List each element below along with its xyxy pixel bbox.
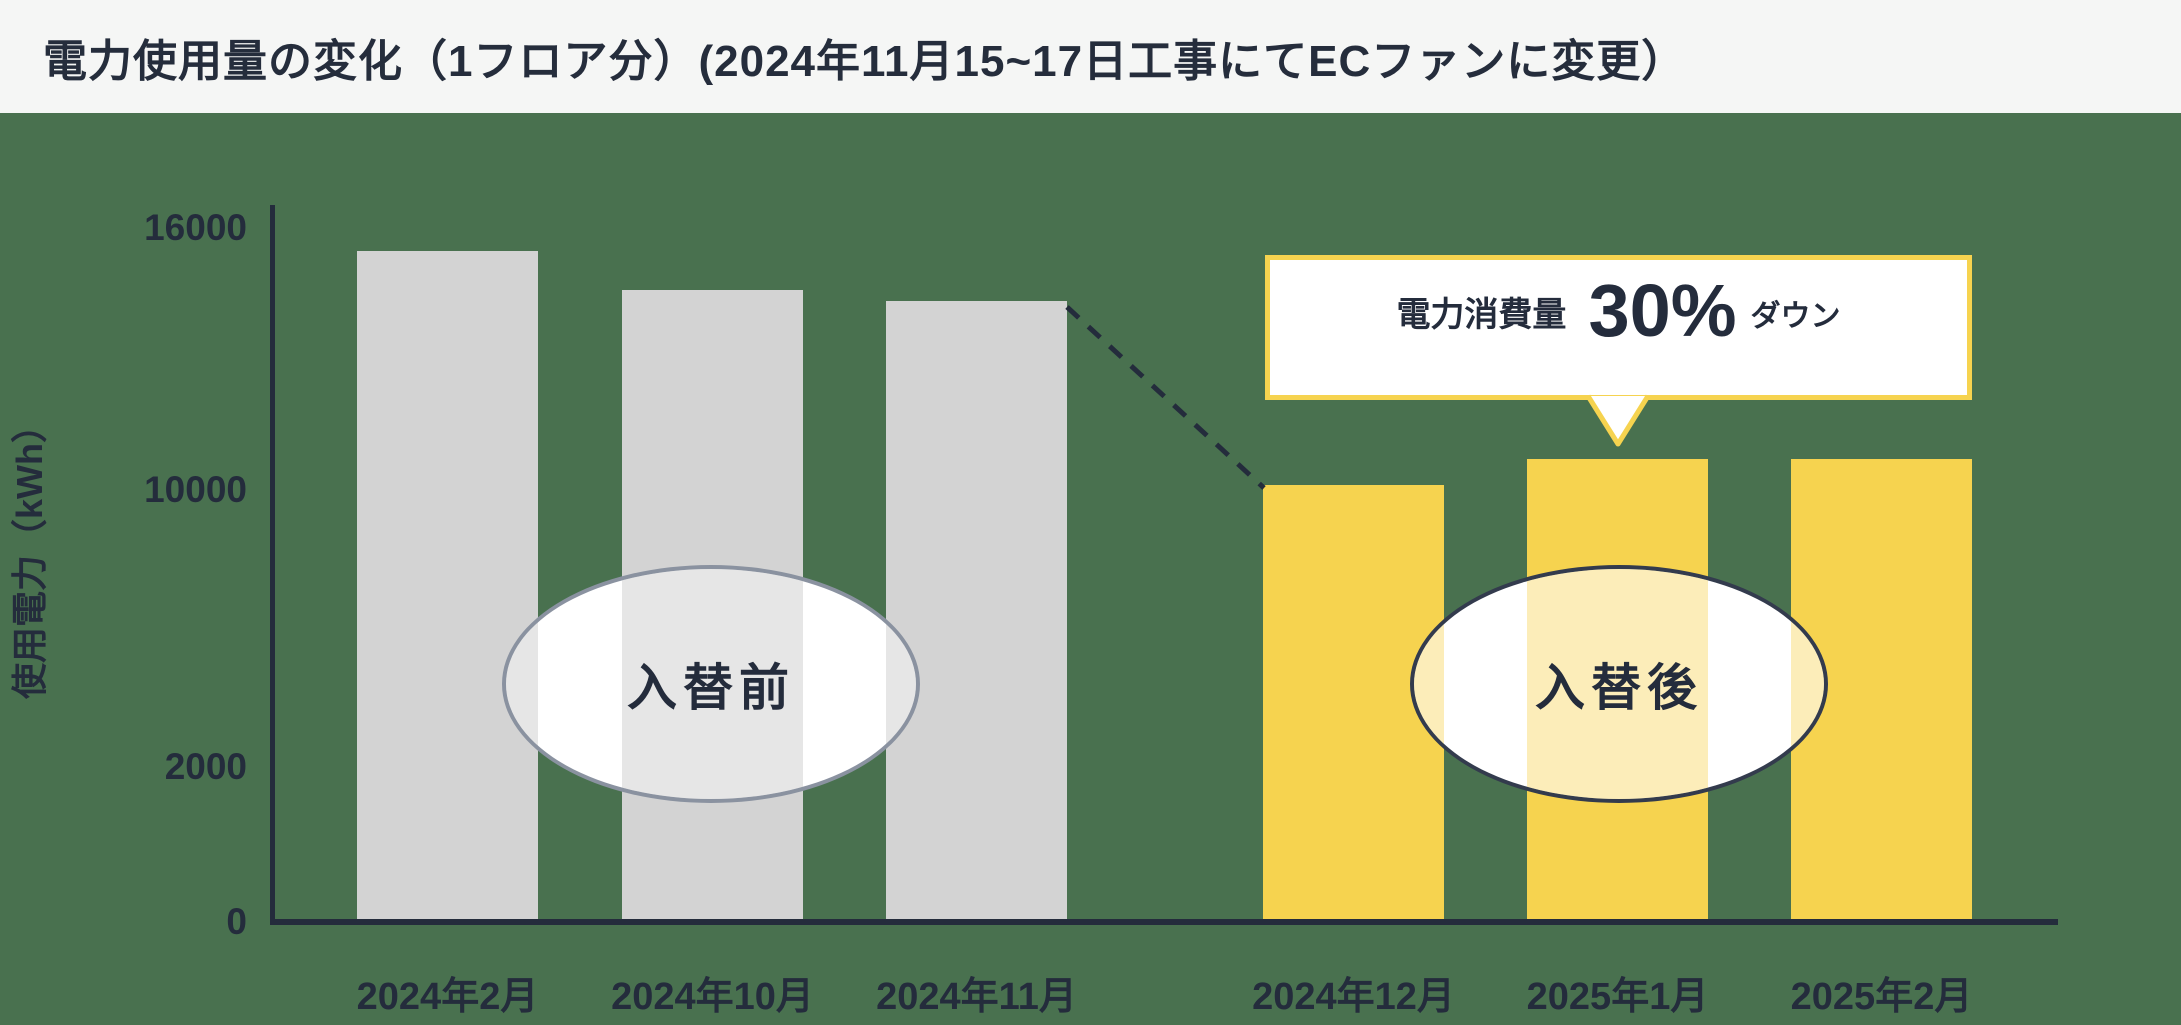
y-tick-10000: 10000 bbox=[144, 469, 247, 510]
x-label-2024年12月: 2024年12月 bbox=[1252, 976, 1455, 1018]
y-tick-2000: 2000 bbox=[164, 746, 247, 787]
callout-pointer bbox=[1585, 394, 1651, 447]
bar-showthrough-strip bbox=[506, 569, 538, 799]
x-label-2025年1月: 2025年1月 bbox=[1526, 976, 1709, 1018]
bar-showthrough-strip bbox=[622, 569, 803, 799]
badge-before-label: 入替前 bbox=[627, 660, 795, 716]
bar-showthrough-strip bbox=[1414, 569, 1444, 799]
bar-showthrough-strip bbox=[1527, 569, 1708, 799]
badge-before-replacement: 入替前 bbox=[502, 565, 920, 803]
callout-prefix: 電力消費量 bbox=[1396, 296, 1567, 334]
x-label-2024年10月: 2024年10月 bbox=[611, 976, 814, 1018]
y-axis-line bbox=[270, 205, 275, 919]
callout-text: 電力消費量 30% ダウン bbox=[1396, 260, 1840, 353]
y-tick-0: 0 bbox=[226, 901, 247, 942]
x-label-2024年11月: 2024年11月 bbox=[876, 976, 1077, 1018]
badge-after-replacement: 入替後 bbox=[1410, 565, 1828, 803]
chart-title: 電力使用量の変化（1フロア分）(2024年11月15~17日工事にてECファンに… bbox=[43, 36, 1687, 86]
chart-area: 使用電力（kWh） 16000 10000 2000 0 2024年2月 2024年10… bbox=[0, 113, 2181, 1025]
x-label-2025年2月: 2025年2月 bbox=[1790, 976, 1973, 1018]
dashed-connector-line bbox=[1065, 305, 1266, 490]
bar-2024年2月 bbox=[357, 251, 538, 919]
callout-suffix: ダウン bbox=[1750, 299, 1841, 333]
bar-showthrough-strip bbox=[886, 569, 916, 799]
y-axis-label: 使用電力（kWh） bbox=[9, 407, 50, 699]
badge-after-label: 入替後 bbox=[1535, 660, 1703, 716]
bar-2024年11月 bbox=[886, 301, 1067, 919]
callout-value: 30% bbox=[1588, 269, 1737, 352]
bar-showthrough-strip bbox=[1791, 569, 1824, 799]
callout-30-percent-down: 電力消費量 30% ダウン bbox=[1265, 255, 1972, 400]
y-tick-16000: 16000 bbox=[144, 207, 247, 248]
x-axis-line bbox=[270, 919, 2058, 925]
x-label-2024年2月: 2024年2月 bbox=[356, 976, 539, 1018]
title-bar: 電力使用量の変化（1フロア分）(2024年11月15~17日工事にてECファンに… bbox=[0, 0, 2181, 113]
